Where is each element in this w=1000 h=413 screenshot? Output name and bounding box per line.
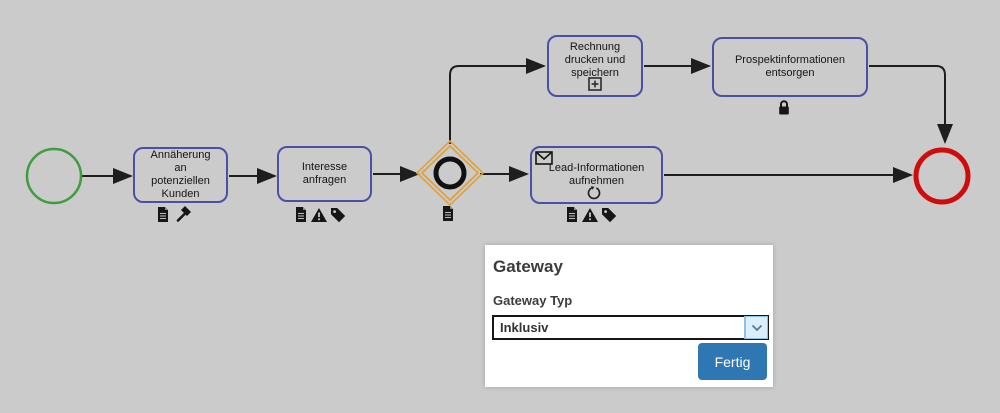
file-icon <box>442 206 454 221</box>
end-event[interactable] <box>913 147 971 205</box>
task-lead[interactable]: Lead-Informationen aufnehmen <box>530 146 663 204</box>
gavel-icon <box>176 206 191 222</box>
flow-gateway-to-rechnung[interactable] <box>449 58 546 144</box>
start-event[interactable] <box>25 147 83 205</box>
done-button[interactable]: Fertig <box>698 343 767 380</box>
gateway-properties-panel: Gateway Gateway Typ Inklusiv Fertig <box>485 245 773 387</box>
task-label: Prospektinformationen entsorgen <box>734 54 846 79</box>
panel-title: Gateway <box>493 257 563 276</box>
task-label: Lead-Informationen aufnehmen <box>548 162 645 187</box>
task-rechnung[interactable]: Rechnung drucken und speichern <box>547 35 643 97</box>
gateway-type-label: Gateway Typ <box>493 293 573 308</box>
chevron-down-icon[interactable] <box>744 316 768 339</box>
file-icon <box>295 207 307 222</box>
lock-icon <box>778 100 790 115</box>
task-label: Annäherung an potenziellen Kunden <box>150 149 211 200</box>
gateway-type-select[interactable]: Inklusiv <box>492 315 769 340</box>
warning-icon <box>311 208 327 222</box>
tag-icon <box>602 208 617 223</box>
flow-prospekt-to-end[interactable] <box>869 65 953 144</box>
warning-icon <box>582 208 598 222</box>
task-interesse[interactable]: Interesse anfragen <box>277 146 372 202</box>
file-icon <box>566 207 578 222</box>
task-annaeherung[interactable]: Annäherung an potenziellen Kunden <box>133 147 228 203</box>
tag-icon <box>331 208 346 223</box>
task-label: Rechnung drucken und speichern <box>564 41 626 79</box>
inclusive-circle-symbol <box>433 156 467 190</box>
inclusive-gateway[interactable] <box>415 139 485 207</box>
select-value: Inklusiv <box>500 320 549 335</box>
task-label: Interesse anfragen <box>301 161 348 186</box>
task-prospekt[interactable]: Prospektinformationen entsorgen <box>712 37 868 97</box>
file-icon <box>157 207 169 222</box>
